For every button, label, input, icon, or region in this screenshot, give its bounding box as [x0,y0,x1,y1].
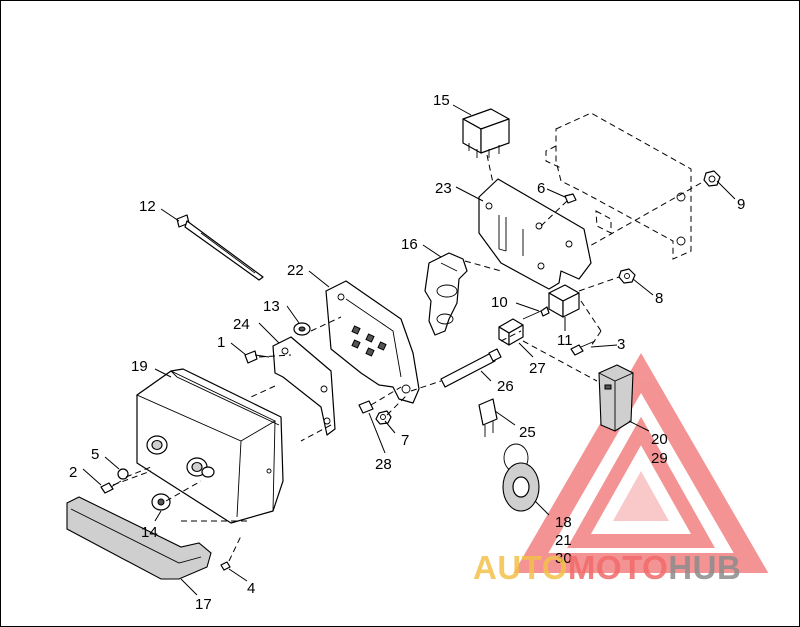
callout-17: 17 [195,596,212,613]
screw-part-4 [220,561,231,571]
washer-part-5 [117,468,129,480]
callout-1: 1 [217,334,225,351]
callout-18: 18 [555,514,572,531]
holder-part-11 [548,284,580,318]
callout-25: 25 [519,424,536,441]
fuse-part-25 [478,398,498,437]
watermark-auto: AUTO [473,549,568,586]
callout-30: 30 [555,550,572,567]
callout-5: 5 [91,446,99,463]
cable-tie-part [176,214,264,281]
mount-frame-outline [545,112,702,260]
nut-part-8 [618,268,636,284]
callout-14: 14 [141,524,158,541]
watermark-hub: HUB [668,549,741,586]
callout-23: 23 [435,180,452,197]
plate-part-24 [272,336,336,436]
callout-8: 8 [655,290,663,307]
callout-15: 15 [433,92,450,109]
callout-labels: 15 6 9 23 12 16 22 8 10 11 13 24 1 3 27 … [69,92,745,613]
callout-21: 21 [555,532,572,549]
svg-text:AUTOMOTOHUB: AUTOMOTOHUB [473,549,741,586]
mounting-plate-part [478,178,592,290]
callout-3: 3 [617,336,625,353]
callout-27: 27 [529,360,546,377]
connector-part-10 [522,306,550,320]
screw-part-1 [244,350,270,364]
relay-part [462,108,510,158]
grommet-part-14 [151,493,171,511]
callout-10: 10 [491,294,508,311]
module-part-20 [598,364,634,432]
callout-22: 22 [287,262,304,279]
callout-9: 9 [737,196,745,213]
callout-11: 11 [557,332,573,349]
assembly-lines [112,154,620,562]
callout-26: 26 [497,378,514,395]
nut-part-9 [703,170,721,187]
grommet-part-13 [293,322,311,336]
callout-12: 12 [139,198,156,215]
callout-16: 16 [401,236,418,253]
connector-part-27 [498,318,524,346]
leader-lines [82,104,736,596]
stud-part-26 [440,348,502,388]
screw-part-3 [570,340,596,356]
callout-19: 19 [131,358,148,375]
cover-part-17 [66,496,212,580]
clip-part-16 [424,252,468,336]
callout-13: 13 [263,298,280,315]
bracket-part-22 [325,280,420,404]
callout-7: 7 [401,432,409,449]
callout-6: 6 [537,180,545,197]
callout-29: 29 [651,450,668,467]
watermark-logo: AUTOMOTOHUB [473,549,741,586]
screw-part-6 [564,193,577,204]
screw-part-28 [358,400,374,414]
callout-28: 28 [375,456,392,473]
fuse-box-housing [136,368,284,524]
watermark-triangle [513,353,769,573]
cap-part-18 [502,443,540,512]
callout-20: 20 [651,431,668,448]
callout-24: 24 [233,316,250,333]
watermark-moto: MOTO [568,549,668,586]
callout-4: 4 [247,580,255,597]
callout-2: 2 [69,464,77,481]
